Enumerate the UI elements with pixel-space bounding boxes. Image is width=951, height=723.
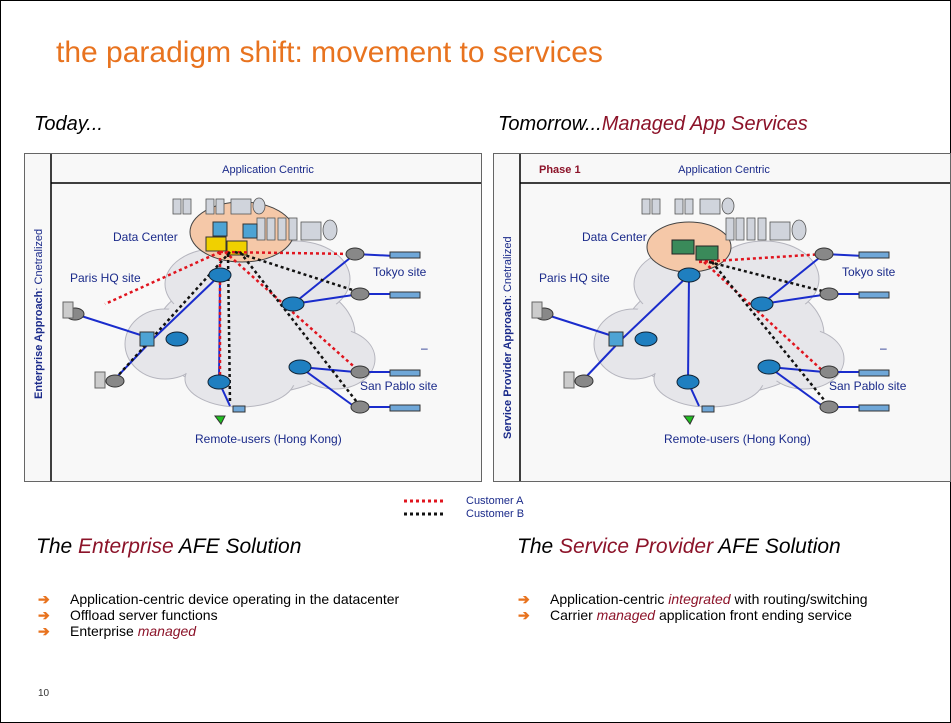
legend-customer-b-label: Customer B	[466, 507, 525, 520]
enterprise-bullet: ➔Enterprise managed	[38, 622, 197, 640]
integrated-switch-b	[695, 245, 719, 261]
label-remote-users: Remote-users (Hong Kong)	[195, 432, 342, 446]
core-switch-a	[205, 236, 227, 252]
sp-bullet: ➔Carrier managed application front endin…	[518, 606, 852, 624]
enterprise-solution-heading: The Enterprise AFE Solution	[36, 535, 301, 559]
arrow-icon: ➔	[518, 606, 530, 623]
integrated-switch-a	[671, 239, 695, 255]
legend-customer-a: Customer A	[404, 494, 524, 507]
arrow-icon: ➔	[38, 622, 50, 639]
label-san-pablo: San Pablo site	[360, 379, 438, 393]
arrow-icon: ➔	[518, 590, 530, 607]
side-label-approach: Service Provider Approach	[502, 298, 514, 439]
label-tokyo: Tokyo site	[842, 265, 896, 279]
svg-text:–: –	[421, 341, 428, 355]
label-san-pablo: San Pablo site	[829, 379, 907, 393]
svg-text:Enterprise Approach: Cnetraliz: Enterprise Approach: Cnetralized	[33, 229, 45, 399]
sp-heading-em: Service Provider	[559, 535, 714, 558]
core-switch-d	[242, 223, 258, 239]
label-paris: Paris HQ site	[539, 271, 610, 285]
sp-bullet: ➔Application-centric integrated with rou…	[518, 590, 868, 608]
enterprise-bullet: ➔Application-centric device operating in…	[38, 590, 400, 608]
router-icons	[62, 247, 421, 425]
arrow-icon: ➔	[38, 606, 50, 623]
diagram-header: Application Centric	[222, 164, 314, 176]
server-rack-icons	[641, 197, 807, 241]
label-remote-users: Remote-users (Hong Kong)	[664, 432, 811, 446]
side-label-approach: Enterprise Approach	[33, 290, 45, 399]
service-provider-network-diagram: Phase 1 Application Centric Service Prov…	[493, 153, 951, 482]
service-provider-network-svg: Phase 1 Application Centric Service Prov…	[494, 154, 950, 481]
diagram-header: Application Centric	[678, 164, 770, 176]
label-data-center: Data Center	[113, 230, 178, 244]
enterprise-network-diagram: Application Centric Enterprise Approach:…	[24, 153, 482, 482]
tomorrow-heading-emphasis: Managed App Services	[601, 113, 808, 135]
core-switch-b	[226, 240, 248, 256]
arrow-icon: ➔	[38, 590, 50, 607]
legend-customer-b: Customer B	[404, 507, 524, 520]
enterprise-heading-pre: The	[36, 535, 79, 558]
enterprise-heading-post: AFE Solution	[173, 535, 302, 558]
svg-text:Service Provider Approach: Cn: Service Provider Approach: Cnetralized	[502, 236, 514, 439]
tomorrow-heading-prefix: Tomorrow...	[498, 113, 602, 135]
sp-heading-post: AFE Solution	[713, 535, 841, 558]
service-provider-bullets: ➔Application-centric integrated with rou…	[518, 590, 868, 624]
enterprise-heading-em: Enterprise	[78, 535, 174, 558]
svg-text:–: –	[880, 341, 887, 355]
slide-title: the paradigm shift: movement to services	[56, 36, 603, 69]
side-label-centralized: : Cnetralized	[33, 229, 45, 291]
tomorrow-heading: Tomorrow...Managed App Services	[498, 113, 808, 136]
customer-b-paths	[708, 260, 835, 407]
customer-legend: Customer A Customer B	[404, 494, 524, 520]
label-paris: Paris HQ site	[70, 271, 141, 285]
enterprise-bullets: ➔Application-centric device operating in…	[38, 590, 400, 640]
service-provider-solution-heading: The Service Provider AFE Solution	[517, 535, 841, 559]
legend-customer-a-label: Customer A	[466, 494, 524, 507]
label-data-center: Data Center	[582, 230, 647, 244]
phase-label: Phase 1	[539, 164, 581, 176]
core-switch-c	[212, 221, 228, 237]
sp-heading-pre: The	[517, 535, 560, 558]
today-heading: Today...	[34, 113, 103, 135]
enterprise-bullet: ➔Offload server functions	[38, 606, 218, 624]
customer-a-paths	[698, 252, 825, 373]
side-label-centralized: : Cnetralized	[502, 236, 514, 298]
page-number: 10	[38, 688, 50, 699]
enterprise-network-svg: Application Centric Enterprise Approach:…	[25, 154, 481, 481]
router-icons	[531, 247, 890, 425]
label-tokyo: Tokyo site	[373, 265, 427, 279]
server-rack-icons	[172, 197, 338, 241]
customer-a-paths	[104, 250, 361, 379]
